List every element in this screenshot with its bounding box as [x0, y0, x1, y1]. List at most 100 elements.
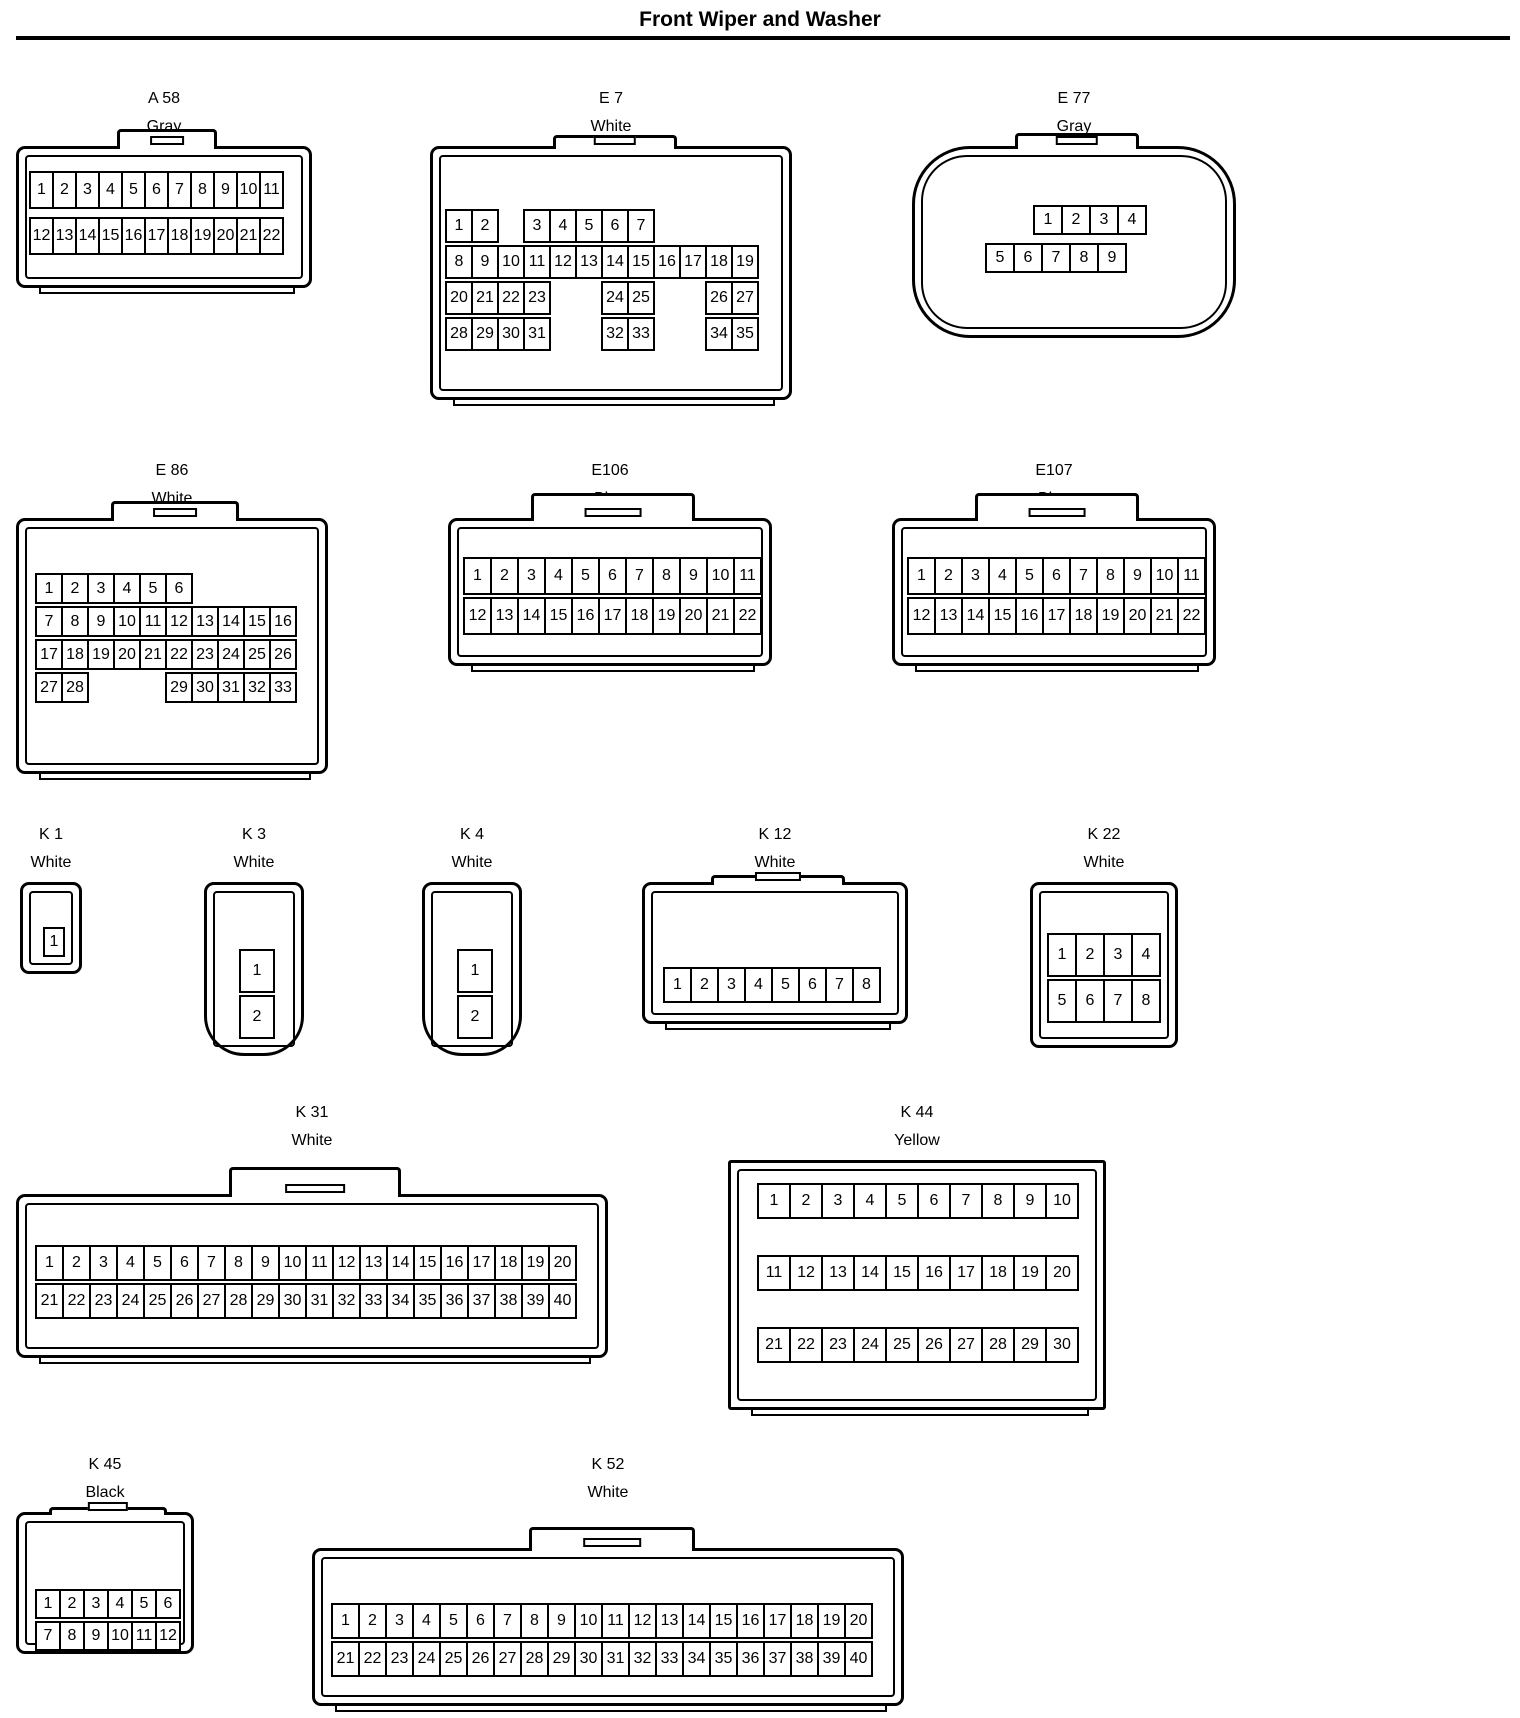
- pin-cavity: 21: [706, 597, 735, 635]
- pin-cavity: 20: [844, 1603, 873, 1639]
- pin-cavity: 5: [985, 243, 1015, 273]
- pin-cavity: 33: [655, 1641, 684, 1677]
- pin-cavity: 15: [988, 597, 1017, 635]
- pin-cavity: 5: [131, 1589, 157, 1619]
- pin-cavity: 10: [574, 1603, 603, 1639]
- pin-cavity: 33: [269, 672, 297, 703]
- pin-cavity: 16: [440, 1245, 469, 1281]
- pin-cavity: 1: [907, 557, 936, 595]
- pin-cavity: 2: [471, 209, 499, 243]
- pin-cavity: 4: [107, 1589, 133, 1619]
- pin-cavity: 4: [412, 1603, 441, 1639]
- connector-latch: [553, 135, 677, 149]
- pin-cavity: 16: [917, 1255, 951, 1291]
- pin-cavity: 40: [548, 1283, 577, 1319]
- connector-color: Black: [85, 1484, 125, 1501]
- pin-cavity: 2: [934, 557, 963, 595]
- pin-cavity: 3: [523, 209, 551, 243]
- pin-cavity: 25: [627, 281, 655, 315]
- connector-latch: [229, 1167, 401, 1197]
- pin-cavity: 31: [305, 1283, 334, 1319]
- title-divider: [16, 36, 1510, 40]
- pin-cavity: 29: [165, 672, 193, 703]
- pin-cavity: 35: [413, 1283, 442, 1319]
- pin-cavity: 11: [131, 1621, 157, 1651]
- connector-latch: [975, 493, 1139, 521]
- pin-cavity: 2: [61, 573, 89, 604]
- pin-cavity: 14: [601, 245, 629, 279]
- pin-cavity: 33: [359, 1283, 388, 1319]
- pin-cavity: 6: [1013, 243, 1043, 273]
- pin-cavity: 6: [798, 967, 827, 1003]
- pin-cavity: 8: [1096, 557, 1125, 595]
- pin-cavity: 6: [598, 557, 627, 595]
- pin-cavity: 1: [445, 209, 473, 243]
- pin-cavity: 18: [790, 1603, 819, 1639]
- pin-cavity: 23: [89, 1283, 118, 1319]
- pin-cavity: 14: [961, 597, 990, 635]
- pin-cavity: 4: [1117, 205, 1147, 235]
- pin-cavity: 22: [358, 1641, 387, 1677]
- pin-cavity: 21: [236, 217, 261, 255]
- pin-cavity: 2: [59, 1589, 85, 1619]
- pin-cavity: 23: [385, 1641, 414, 1677]
- pin-cavity: 7: [1103, 979, 1133, 1023]
- pin-cavity: 15: [627, 245, 655, 279]
- pin-cavity: 9: [471, 245, 499, 279]
- pin-cavity: 17: [467, 1245, 496, 1281]
- pin-cavity: 1: [663, 967, 692, 1003]
- pin-cavity: 5: [1015, 557, 1044, 595]
- pin-cavity: 7: [625, 557, 654, 595]
- pin-cavity: 17: [144, 217, 169, 255]
- connector-color: White: [587, 1484, 629, 1501]
- pin-cavity: 36: [736, 1641, 765, 1677]
- pin-cavity: 1: [239, 949, 275, 993]
- pin-cavity: 20: [1045, 1255, 1079, 1291]
- pin-cavity: 27: [493, 1641, 522, 1677]
- pin-cavity: 4: [98, 171, 123, 209]
- pin-cavity: 13: [191, 606, 219, 637]
- pin-cavity: 14: [517, 597, 546, 635]
- pin-blank: [575, 317, 603, 351]
- pin-cavity: 6: [1042, 557, 1071, 595]
- pin-cavity: 7: [35, 606, 63, 637]
- pin-cavity: 21: [139, 639, 167, 670]
- pin-cavity: 1: [1047, 933, 1077, 977]
- pin-cavity: 10: [107, 1621, 133, 1651]
- pin-cavity: 19: [731, 245, 759, 279]
- pin-cavity: 1: [35, 1245, 64, 1281]
- pin-cavity: 13: [934, 597, 963, 635]
- pin-row: 2: [457, 995, 493, 1039]
- pin-cavity: 34: [705, 317, 733, 351]
- pin-cavity: 1: [43, 927, 65, 957]
- pin-cavity: 14: [386, 1245, 415, 1281]
- pin-cavity: 1: [457, 949, 493, 993]
- latch-nub: [584, 508, 642, 517]
- pin-cavity: 12: [789, 1255, 823, 1291]
- pin-cavity: 19: [521, 1245, 550, 1281]
- pin-cavity: 2: [690, 967, 719, 1003]
- connector-id: K 3: [241, 826, 266, 843]
- pin-cavity: 3: [1089, 205, 1119, 235]
- pin-cavity: 32: [243, 672, 271, 703]
- pin-cavity: 1: [1033, 205, 1063, 235]
- connector-latch: [711, 872, 845, 885]
